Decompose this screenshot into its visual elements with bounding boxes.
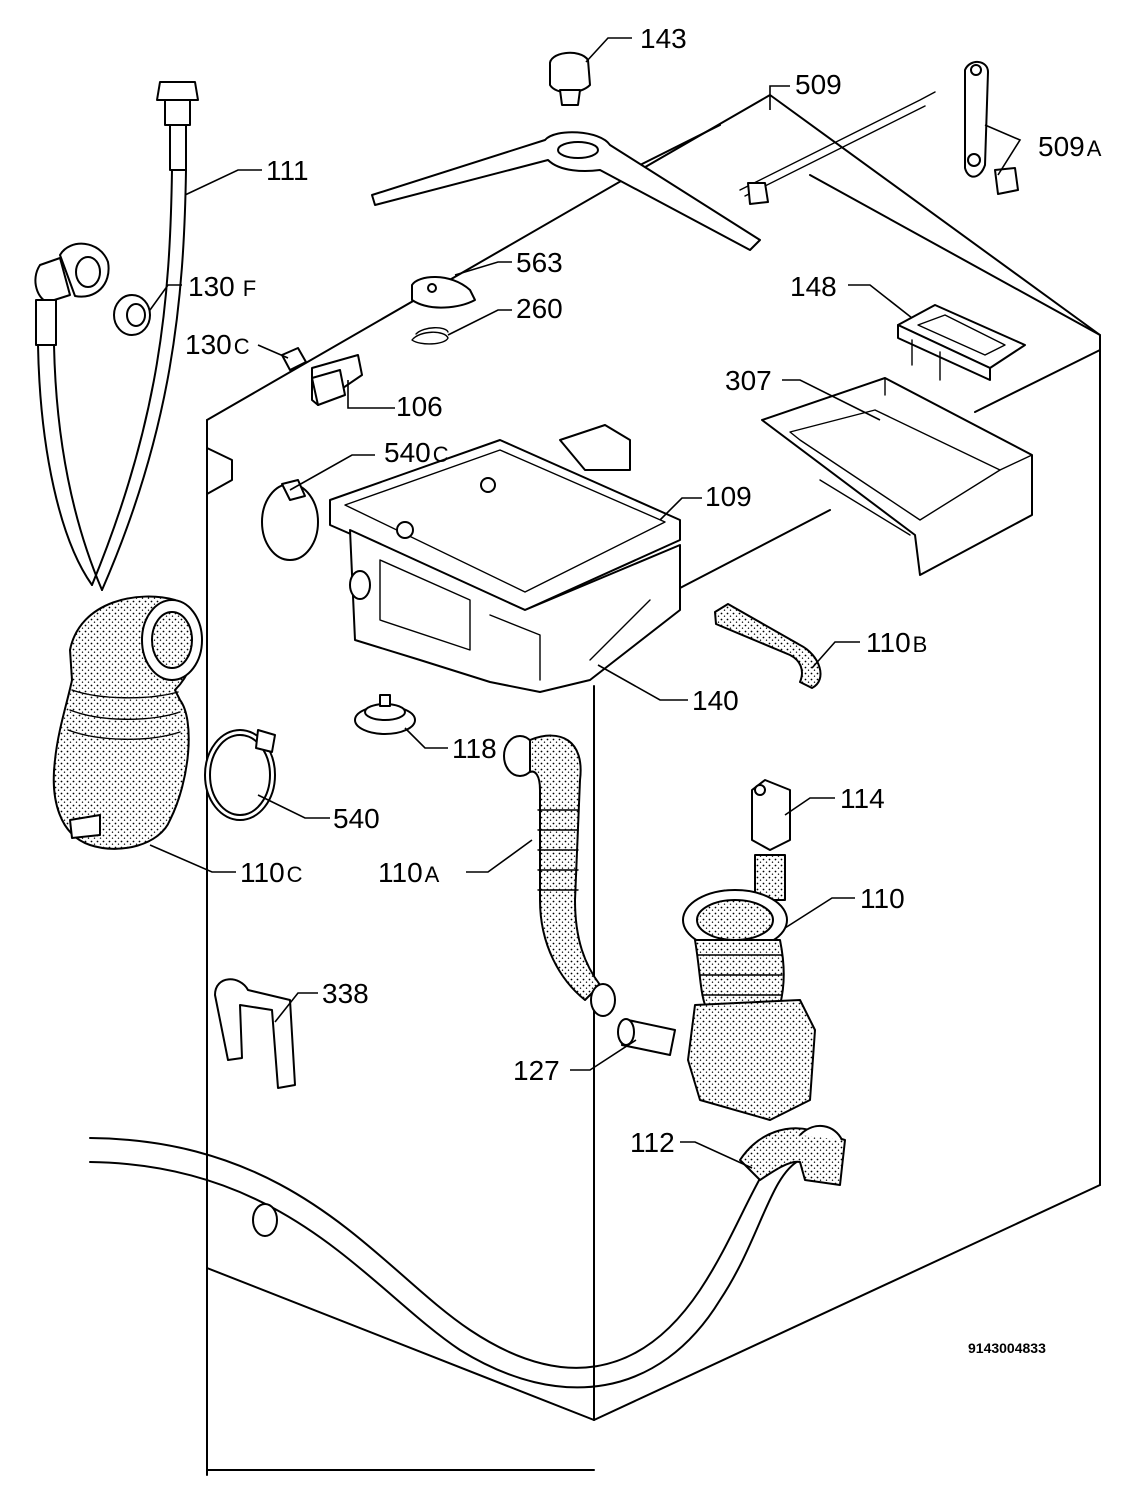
- part-143-knob: [549, 51, 591, 106]
- label-509a: 509A: [1038, 131, 1102, 162]
- label-114: 114: [840, 783, 885, 814]
- part-260-spring: [411, 327, 449, 345]
- label-338: 338: [322, 978, 369, 1009]
- part-114-bracket: [751, 779, 791, 851]
- part-106-clip: [311, 354, 363, 406]
- label-110c: 110C: [240, 857, 303, 888]
- label-540: 540: [333, 803, 380, 834]
- label-106: 106: [396, 391, 443, 422]
- part-509-lever: [371, 91, 936, 251]
- part-127-connector: [617, 1018, 676, 1056]
- part-110b-hose: [714, 603, 822, 689]
- part-540-clamp: [204, 729, 276, 821]
- label-148: 148: [790, 271, 837, 302]
- label-143: 143: [640, 23, 687, 54]
- part-111-inlet-hose: [34, 81, 199, 591]
- part-509a-lever: [964, 61, 1019, 195]
- part-110-sump: [682, 854, 816, 1121]
- part-563-plate: [411, 276, 476, 309]
- label-563: 563: [516, 247, 563, 278]
- part-118-valve: [354, 694, 416, 735]
- label-307: 307: [725, 365, 772, 396]
- part-148-cover: [897, 304, 1026, 381]
- label-127: 127: [513, 1055, 560, 1086]
- label-110: 110: [860, 883, 905, 914]
- label-110a: 110A: [378, 857, 440, 888]
- label-540c: 540C: [384, 437, 449, 468]
- label-130c: 130C: [185, 329, 250, 360]
- part-130f-washer: [113, 294, 151, 336]
- part-109-lid: [329, 424, 681, 611]
- label-110b: 110B: [866, 627, 927, 658]
- label-509: 509: [795, 69, 842, 100]
- part-110c-bellows: [52, 595, 203, 850]
- leader-lines: [149, 37, 1022, 1169]
- part-130c-spring: [281, 347, 307, 371]
- part-112-drain-hose: [89, 1125, 846, 1389]
- part-307-drawer: [761, 377, 1033, 576]
- label-118: 118: [452, 733, 497, 764]
- part-140-housing: [349, 529, 681, 693]
- label-140: 140: [692, 685, 739, 716]
- cabinet-outline: [206, 94, 1101, 1476]
- drawing-code: 9143004833: [968, 1340, 1046, 1356]
- part-110a-hose: [503, 734, 616, 1017]
- label-109: 109: [705, 481, 752, 512]
- label-111: 111: [266, 155, 309, 186]
- part-338-hook: [214, 978, 296, 1089]
- label-112: 112: [630, 1127, 675, 1158]
- label-260: 260: [516, 293, 563, 324]
- part-540c-ring: [261, 479, 319, 561]
